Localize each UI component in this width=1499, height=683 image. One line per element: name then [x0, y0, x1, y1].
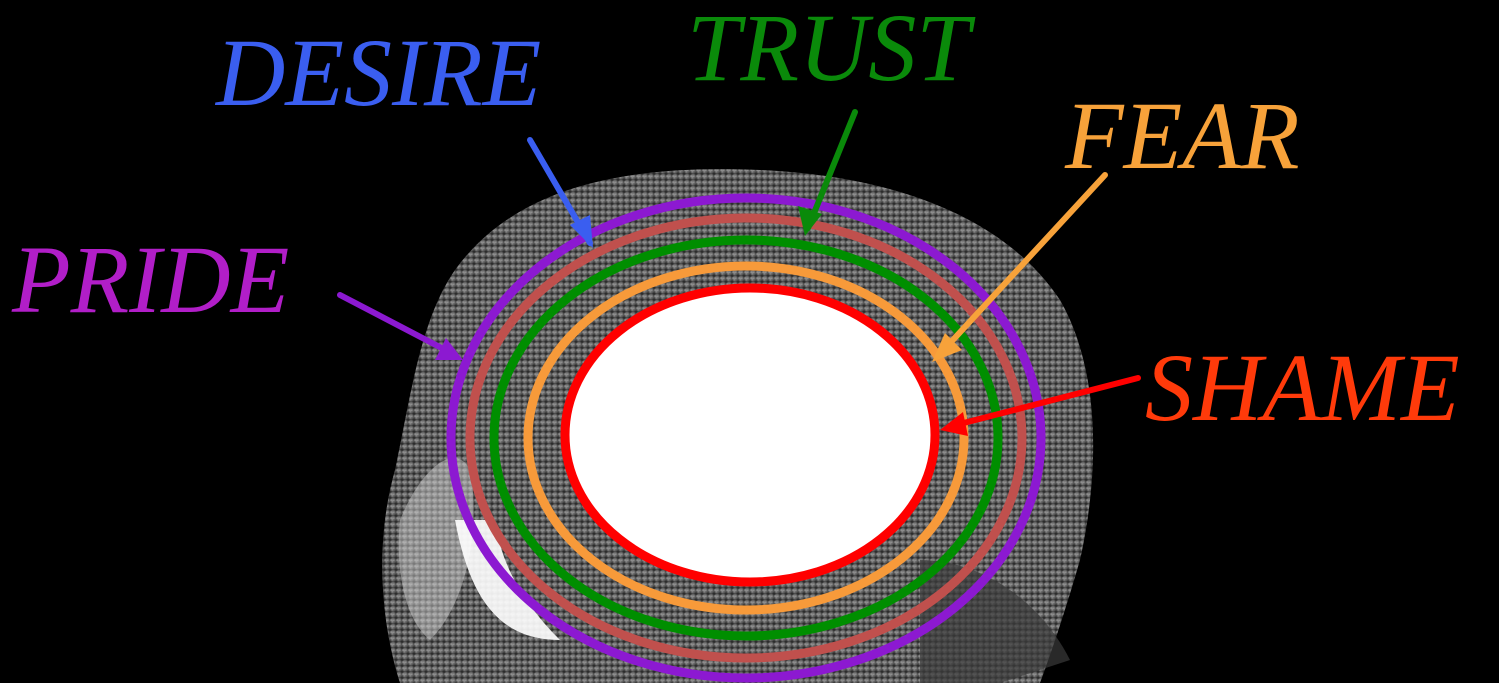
desire-label: DESIRE: [214, 19, 541, 126]
shame-label: SHAME: [1145, 334, 1460, 441]
trust-label: TRUST: [687, 0, 976, 101]
fear-label: FEAR: [1064, 82, 1300, 189]
pride-label: PRIDE: [11, 226, 289, 333]
